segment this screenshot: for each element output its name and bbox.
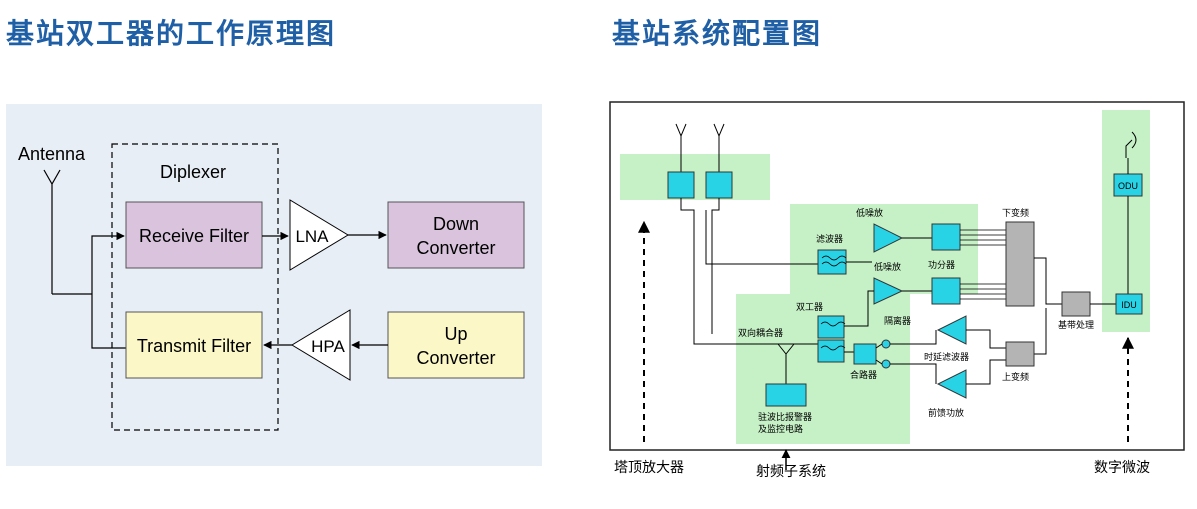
hpa-triangle [291,309,351,381]
duplexer-block-2 [817,339,845,363]
receive-filter-label: Receive Filter [139,226,249,246]
tma-block-2 [705,171,733,199]
wire-baseband-up [1034,308,1047,355]
splitter-2-block [931,277,961,305]
baseband-label: 基带处理 [1058,319,1094,331]
duplexer-diagram: Antenna Diplexer Receive Filter Transmit… [6,104,542,466]
dish-antenna-icon [1125,131,1137,158]
down-converter-line1: Down [433,214,479,234]
bottom-rf-label: 射频子系统 [756,464,826,480]
lna-triangle [289,199,349,271]
up-converter-box [387,311,525,379]
up-converter-line1: Up [444,324,467,344]
idu-block [1115,293,1143,315]
isolator-label: 隔离器 [884,315,911,327]
vswr-label-1: 驻波比报警器 [758,411,812,423]
combiner-label: 合路器 [850,369,877,381]
bottom-microwave-label: 数字微波 [1094,460,1150,476]
coupler-icon [777,343,795,384]
wire-ant2-rx [705,210,818,265]
left-title: 基站双工器的工作原理图 [6,17,337,50]
power-splitter-label: 功分器 [928,260,955,271]
wire-isolator-amps [875,330,937,384]
down-converter-line2: Converter [416,238,495,258]
diplexer-box [111,143,279,431]
splitter-bus-lines [960,229,1006,300]
rx-feed-arrow [91,231,125,294]
down-converter-block [1005,221,1035,307]
combiner-block [853,343,877,365]
antenna-icon [43,169,61,294]
up-converter-line2: Converter [416,348,495,368]
up-converter-block [1005,341,1035,367]
down-converter-label: 下变频 [1002,207,1029,219]
wire-ant1 [680,198,820,345]
wire-down-baseband [1034,257,1062,305]
lna-label: LNA [295,227,329,246]
lna-1-triangle [873,223,904,253]
bottom-tma-label: 塔顶放大器 [614,460,684,476]
diplexer-label: Diplexer [160,162,226,182]
wire-amps-up [966,329,1006,385]
transmit-filter-box [125,311,263,379]
low-noise-amp-label: 低噪放 [874,261,901,273]
idu-label: IDU [1121,300,1137,310]
vswr-label-2: 及监控电路 [758,423,803,435]
hpa-label: HPA [311,337,345,356]
splitter-1-block [931,223,961,251]
system-diagram: 低噪放 滤波器 低噪放 功分器 下变频 基带处理 ODU IDU 双工器 双向耦… [606,98,1190,480]
tma-zone [620,154,770,200]
duplexer-label: 双工器 [796,302,823,313]
duplexer-wave-icon [820,321,846,351]
receive-filter-box [125,201,263,269]
isolator-1-icon [881,339,891,349]
tx-feed-arrow [91,294,134,353]
wire-ant2-down [711,198,720,334]
duplexer-panel [6,104,542,466]
filter-label: 滤波器 [816,233,843,245]
odu-label: ODU [1118,181,1138,191]
isolator-2-icon [881,359,891,369]
low-noise-amp-top-label: 低噪放 [856,207,883,219]
up-converter-label: 上变频 [1002,371,1029,383]
tma-block-1 [667,171,695,199]
feedforward-amp-label: 前馈功放 [928,407,964,419]
antenna-label: Antenna [18,144,86,164]
wire-duplexer-lna2 [844,290,874,327]
transmit-filter-label: Transmit Filter [137,336,251,356]
baseband-block [1061,291,1091,317]
antenna-2-icon [713,123,725,172]
coupler-label: 双向耦合器 [738,327,783,339]
filter-wave-icon [821,255,847,267]
down-converter-box [387,201,525,269]
duplexer-block-1 [817,315,845,339]
delay-filter-label: 时延滤波器 [924,351,969,363]
vswr-block [765,383,807,407]
antenna-1-icon [675,123,687,172]
right-title: 基站系统配置图 [612,17,823,50]
